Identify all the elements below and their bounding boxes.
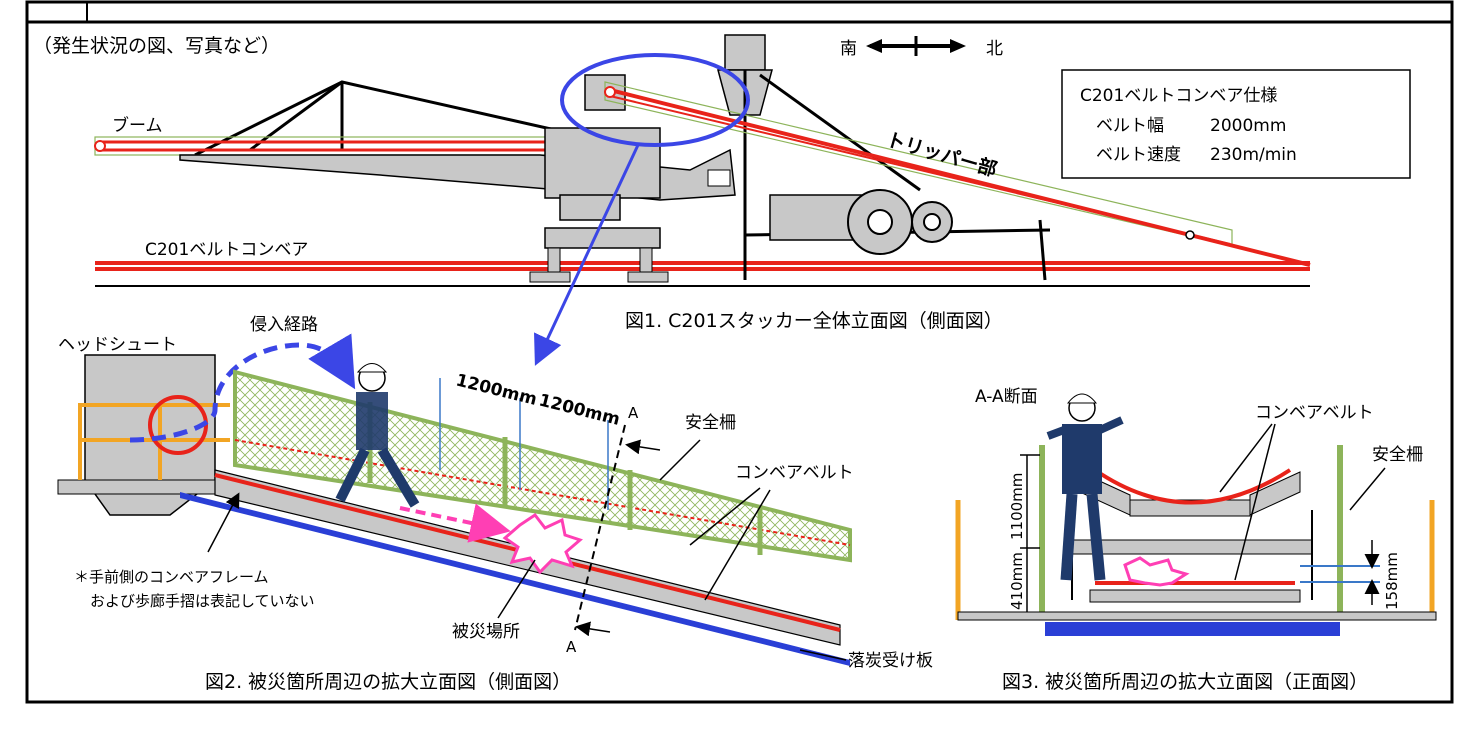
figure1-stacker-elevation: ブーム トリッパー部 C201ベルトコンベア	[94, 34, 1311, 366]
intrusion-route-label: 侵入経路	[250, 315, 318, 335]
figure3-caption: 図3. 被災箇所周辺の拡大立面図（正面図）	[1002, 671, 1368, 693]
safety-fence-label: 安全柵	[685, 413, 736, 433]
page-frame	[25, 0, 1454, 704]
dim-1100: 1100mm	[1008, 473, 1026, 540]
spec-width-value: 2000mm	[1210, 116, 1286, 136]
tripper-head-highlight	[560, 53, 750, 147]
section-aa-label: A-A断面	[975, 387, 1038, 407]
spec-speed-value: 230m/min	[1210, 145, 1297, 165]
impact-burst	[502, 512, 583, 575]
conveyor-belt-label: コンベアベルト	[735, 463, 854, 483]
spec-title: C201ベルトコンベア仕様	[1080, 86, 1277, 106]
dim-1200-a: 1200mm	[454, 370, 539, 409]
worker-side	[335, 363, 420, 508]
figure1-caption: 図1. C201スタッカー全体立面図（側面図）	[625, 310, 1003, 332]
impact-burst-front	[1123, 556, 1190, 587]
section-mark-top: A	[628, 404, 639, 422]
safety-fence-mesh	[233, 369, 852, 563]
conveyor-belt-label-front: コンベアベルト	[1255, 403, 1374, 423]
figure3-front-detail: A-A断面 コンベアベルト 安全柵	[955, 387, 1437, 693]
section-mark-bottom: A	[566, 638, 577, 656]
ground-conveyor-label: C201ベルトコンベア	[145, 240, 308, 260]
spec-box: C201ベルトコンベア仕様 ベルト幅 2000mm ベルト速度 230m/min	[1061, 69, 1411, 179]
section-caption: （発生状況の図、写真など）	[33, 35, 280, 57]
figure2-caption: 図2. 被災箇所周辺の拡大立面図（側面図）	[205, 671, 571, 693]
compass: 南 北	[840, 36, 1003, 59]
spec-width-label: ベルト幅	[1096, 116, 1164, 136]
boom-label: ブーム	[112, 115, 163, 136]
note-line1: ＊手前側のコンベアフレーム	[74, 568, 269, 586]
worker-front	[1046, 393, 1124, 581]
figure2-side-detail: ヘッドシュート 侵入経路	[57, 315, 933, 693]
dim-1200-b: 1200mm	[537, 390, 622, 429]
safety-fence-label-front: 安全柵	[1372, 445, 1423, 465]
dim-158: 158mm	[1383, 552, 1401, 610]
coal-plate-label: 落炭受け板	[848, 651, 933, 671]
compass-north: 北	[986, 39, 1003, 59]
accident-site-label: 被災場所	[452, 622, 520, 642]
spec-speed-label: ベルト速度	[1096, 145, 1181, 165]
note-line2: および歩廊手摺は表記していない	[90, 592, 315, 610]
compass-south: 南	[840, 39, 857, 59]
dim-410: 410mm	[1008, 552, 1026, 610]
head-chute-label: ヘッドシュート	[58, 335, 177, 355]
